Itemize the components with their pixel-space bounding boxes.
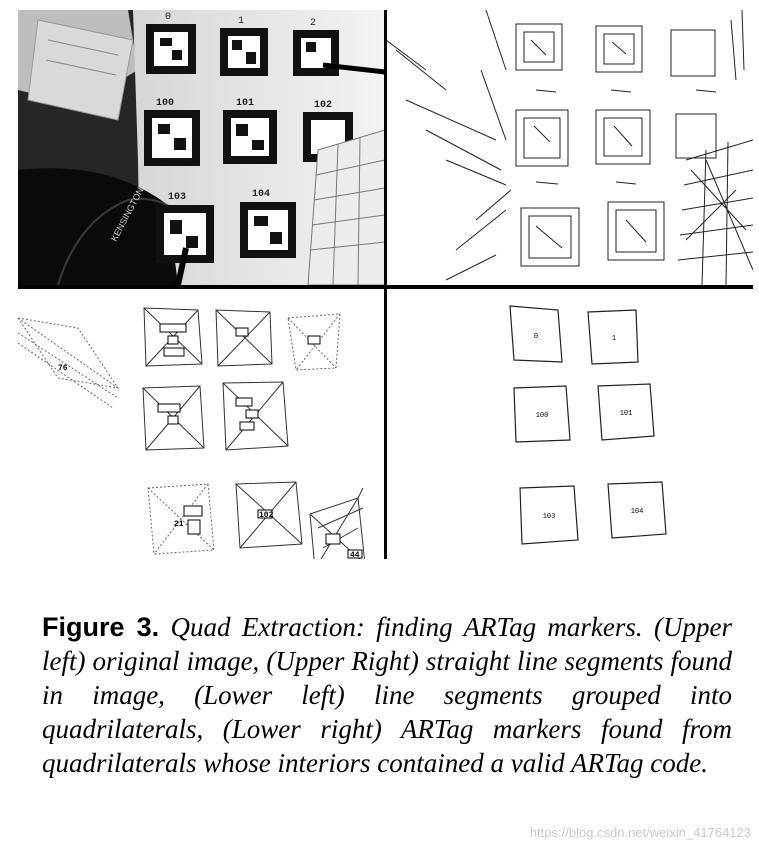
vertical-divider <box>384 10 387 559</box>
marker-id-104: 104 <box>631 508 644 516</box>
quad-label-102: 102 <box>259 511 274 520</box>
marker-2: 2 <box>293 18 385 76</box>
detected-markers-drawing: 0 1 100 101 103 104 <box>509 305 667 545</box>
figure-label: Figure 3. <box>42 612 160 642</box>
line-segments-drawing <box>386 10 753 285</box>
line-segments-panel <box>386 10 753 285</box>
marker-104: 104 <box>240 189 296 258</box>
marker-quad-0 <box>509 305 563 363</box>
marker-quad-1 <box>587 309 639 365</box>
svg-text:101: 101 <box>236 98 254 109</box>
figure-caption: Figure 3. Quad Extraction: finding ARTag… <box>42 610 732 780</box>
marker-103: 103 <box>156 192 214 285</box>
quadrilaterals-panel: 76 26 21 102 44 <box>18 288 385 559</box>
marker-id-0: 0 <box>534 333 538 341</box>
svg-text:103: 103 <box>168 192 186 203</box>
quadrilaterals-drawing: 76 26 21 102 44 <box>18 307 365 559</box>
watermark: https://blog.csdn.net/weixin_41764123 <box>529 825 751 840</box>
caption-text: Quad Extraction: finding ARTag markers. … <box>42 612 732 778</box>
svg-text:0: 0 <box>165 12 171 23</box>
marker-id-1: 1 <box>612 335 616 343</box>
marker-quad-103 <box>519 485 579 545</box>
marker-id-100: 100 <box>536 412 549 420</box>
marker-quad-104 <box>607 481 667 539</box>
svg-text:102: 102 <box>314 100 332 111</box>
marker-id-101: 101 <box>620 410 633 418</box>
marker-1: 1 <box>220 16 268 76</box>
quad-label-76: 76 <box>58 364 68 373</box>
marker-quad-100 <box>513 385 571 443</box>
figure-3: KENSINGTON 0 1 2 <box>18 10 753 559</box>
marker-101: 101 <box>223 98 277 164</box>
marker-id-103: 103 <box>543 513 556 521</box>
quad-label-44: 44 <box>350 551 360 559</box>
original-photo: KENSINGTON 0 1 2 <box>18 10 385 285</box>
svg-text:100: 100 <box>156 98 174 109</box>
marker-100: 100 <box>144 98 200 166</box>
original-image-panel: KENSINGTON 0 1 2 <box>18 10 385 285</box>
marker-quad-101 <box>597 383 655 441</box>
marker-0: 0 <box>146 12 196 74</box>
svg-text:2: 2 <box>310 18 316 29</box>
quad-label-21: 21 <box>174 520 184 529</box>
svg-text:104: 104 <box>252 189 270 200</box>
svg-text:1: 1 <box>238 16 244 27</box>
detected-markers-panel: 0 1 100 101 103 104 <box>386 288 753 559</box>
